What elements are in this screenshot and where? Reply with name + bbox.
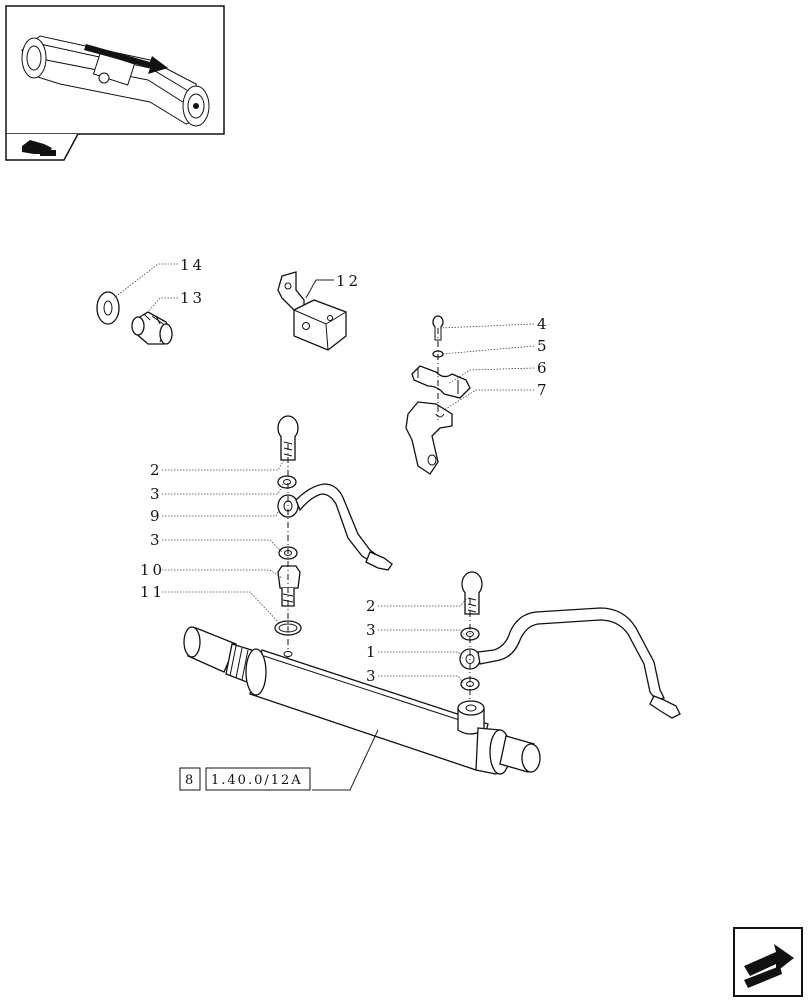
part-10-adapter <box>277 565 301 607</box>
callout-2-left: 2 <box>150 461 163 479</box>
callout-3-right-upper: 3 <box>366 621 379 639</box>
part-6-clamp <box>411 365 471 399</box>
callout-9: 9 <box>150 507 163 525</box>
part-13-union <box>131 311 173 345</box>
callout-1: 1 <box>366 643 379 661</box>
callout-4: 4 <box>537 315 550 333</box>
callout-14: 14 <box>180 256 205 274</box>
steering-cylinder <box>183 626 541 775</box>
part-7-support <box>405 401 453 475</box>
callout-11: 11 <box>140 583 165 601</box>
part-14-washer <box>96 291 120 325</box>
reference-code: 1.40.0/12A <box>211 773 303 788</box>
reference-section: 8 <box>185 773 195 788</box>
part-1-pipe-right <box>459 607 681 719</box>
callout-12: 12 <box>336 272 361 290</box>
callout-3-left-upper: 3 <box>150 485 163 503</box>
front-axle-thumbnail-icon[interactable] <box>5 5 225 135</box>
callout-13: 13 <box>180 289 205 307</box>
next-page-arrow-icon[interactable] <box>733 927 803 997</box>
part-12-bracket <box>277 271 347 351</box>
callout-7: 7 <box>537 381 550 399</box>
part-2-banjo-bolt-right <box>461 571 483 615</box>
part-3-copper-washer-left-upper <box>277 475 297 489</box>
cross-reference-link[interactable]: 8 1.40.0/12A <box>179 767 311 791</box>
table-of-contents-icon[interactable] <box>5 133 79 161</box>
callout-3-left-lower: 3 <box>150 531 163 549</box>
callout-3-right-lower: 3 <box>366 667 379 685</box>
callout-2-right: 2 <box>366 597 379 615</box>
callout-6: 6 <box>537 359 550 377</box>
callout-5: 5 <box>537 337 550 355</box>
callout-10: 10 <box>140 561 165 579</box>
